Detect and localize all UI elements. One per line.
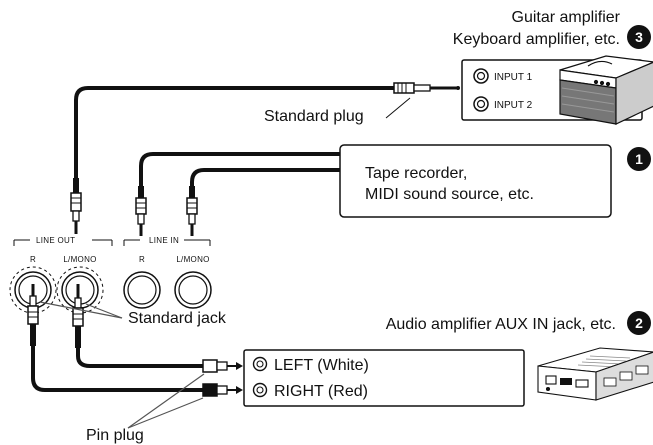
jack-line-in-r xyxy=(123,271,161,309)
tape-recorder-box xyxy=(339,144,612,218)
tape-recorder-line1: Tape recorder, xyxy=(365,165,467,182)
right-red-label: RIGHT (Red) xyxy=(274,383,368,400)
line-out-label: LINE OUT xyxy=(36,236,75,245)
audio-amp-label: Audio amplifier AUX IN jack, etc. xyxy=(386,316,616,333)
right-red-jack xyxy=(252,382,268,398)
standard-jack-label: Standard jack xyxy=(128,310,227,327)
line-in-label: LINE IN xyxy=(149,236,179,245)
guitar-amp-title-line1: Guitar amplifier xyxy=(512,9,621,26)
left-white-jack xyxy=(252,356,268,372)
line-in-r-label: R xyxy=(139,255,145,264)
cable-line-out-to-guitar-amp xyxy=(74,86,397,180)
line-out-r-jack-plug-icon xyxy=(27,284,39,346)
tape-recorder-line2: MIDI sound source, etc. xyxy=(365,186,534,203)
cable-line-in-l-to-tape xyxy=(190,168,342,188)
svg-text:3: 3 xyxy=(635,29,643,45)
pin-plug-white-icon xyxy=(202,359,243,373)
audio-amp-input-box xyxy=(243,349,525,407)
line-out-l-label: L/MONO xyxy=(63,255,96,264)
line-out-bracket xyxy=(13,239,113,246)
input-2-jack xyxy=(473,96,489,112)
input-1-label: INPUT 1 xyxy=(494,72,533,83)
standard-plug-icon xyxy=(393,82,460,94)
input-2-label: INPUT 2 xyxy=(494,100,533,111)
audio-amplifier-icon xyxy=(537,347,653,401)
svg-text:2: 2 xyxy=(635,315,643,331)
line-in-l-plug-icon xyxy=(186,186,198,236)
input-1-jack xyxy=(473,68,489,84)
pin-plug-label: Pin plug xyxy=(86,427,144,444)
cables xyxy=(31,86,397,392)
jack-line-in-l xyxy=(174,271,212,309)
svg-text:1: 1 xyxy=(635,151,643,167)
cable-r-to-right-red xyxy=(31,344,205,392)
line-out-l-jack-plug-icon xyxy=(72,284,84,348)
standard-jack-pointer xyxy=(39,301,123,319)
badge-2: 2 xyxy=(627,311,651,335)
guitar-amp-title-line2: Keyboard amplifier, etc. xyxy=(453,31,620,48)
pin-plug-pointer xyxy=(127,373,205,429)
standard-plug-pointer xyxy=(385,97,411,119)
left-white-label: LEFT (White) xyxy=(274,357,369,374)
badge-1: 1 xyxy=(627,147,651,171)
cable-l-to-left-white xyxy=(76,346,205,368)
badge-3: 3 xyxy=(627,25,651,49)
pin-plug-red-icon xyxy=(202,383,243,397)
cable-line-in-r-to-tape xyxy=(139,152,342,188)
guitar-amplifier-icon xyxy=(559,55,653,125)
line-in-r-plug-icon xyxy=(135,186,147,236)
standard-plug-label: Standard plug xyxy=(264,108,364,125)
line-in-l-label: L/MONO xyxy=(176,255,209,264)
line-out-plug-icon xyxy=(70,178,82,234)
line-in-bracket xyxy=(123,239,211,246)
line-out-r-label: R xyxy=(30,255,36,264)
